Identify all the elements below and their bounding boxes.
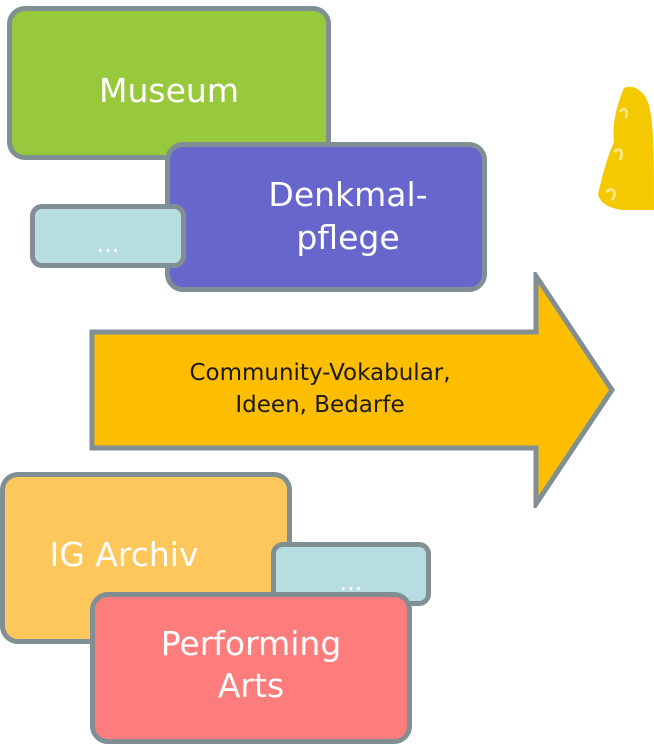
yellow-shape-path	[598, 86, 654, 210]
arrow-label: Community-Vokabular, Ideen, Bedarfe	[189, 360, 451, 418]
denkmalpflege-box: Denkmal- pflege	[165, 142, 487, 292]
ellipsis-top-label: ...	[96, 229, 120, 258]
denkmalpflege-label: Denkmal- pflege	[268, 175, 428, 257]
ellipsis-bottom-label: ...	[339, 567, 363, 596]
arrow-shape	[89, 272, 616, 508]
ellipsis-box-top: ...	[30, 204, 186, 268]
ig-archiv-label: IG Archiv	[49, 535, 199, 574]
arrow-polygon	[89, 272, 616, 508]
yellow-shape-icon	[598, 86, 654, 210]
museum-box: Museum	[7, 6, 331, 160]
museum-label: Museum	[99, 71, 239, 110]
performing-arts-box: Performing Arts	[90, 592, 412, 744]
performing-arts-label: Performing Arts	[160, 624, 342, 706]
